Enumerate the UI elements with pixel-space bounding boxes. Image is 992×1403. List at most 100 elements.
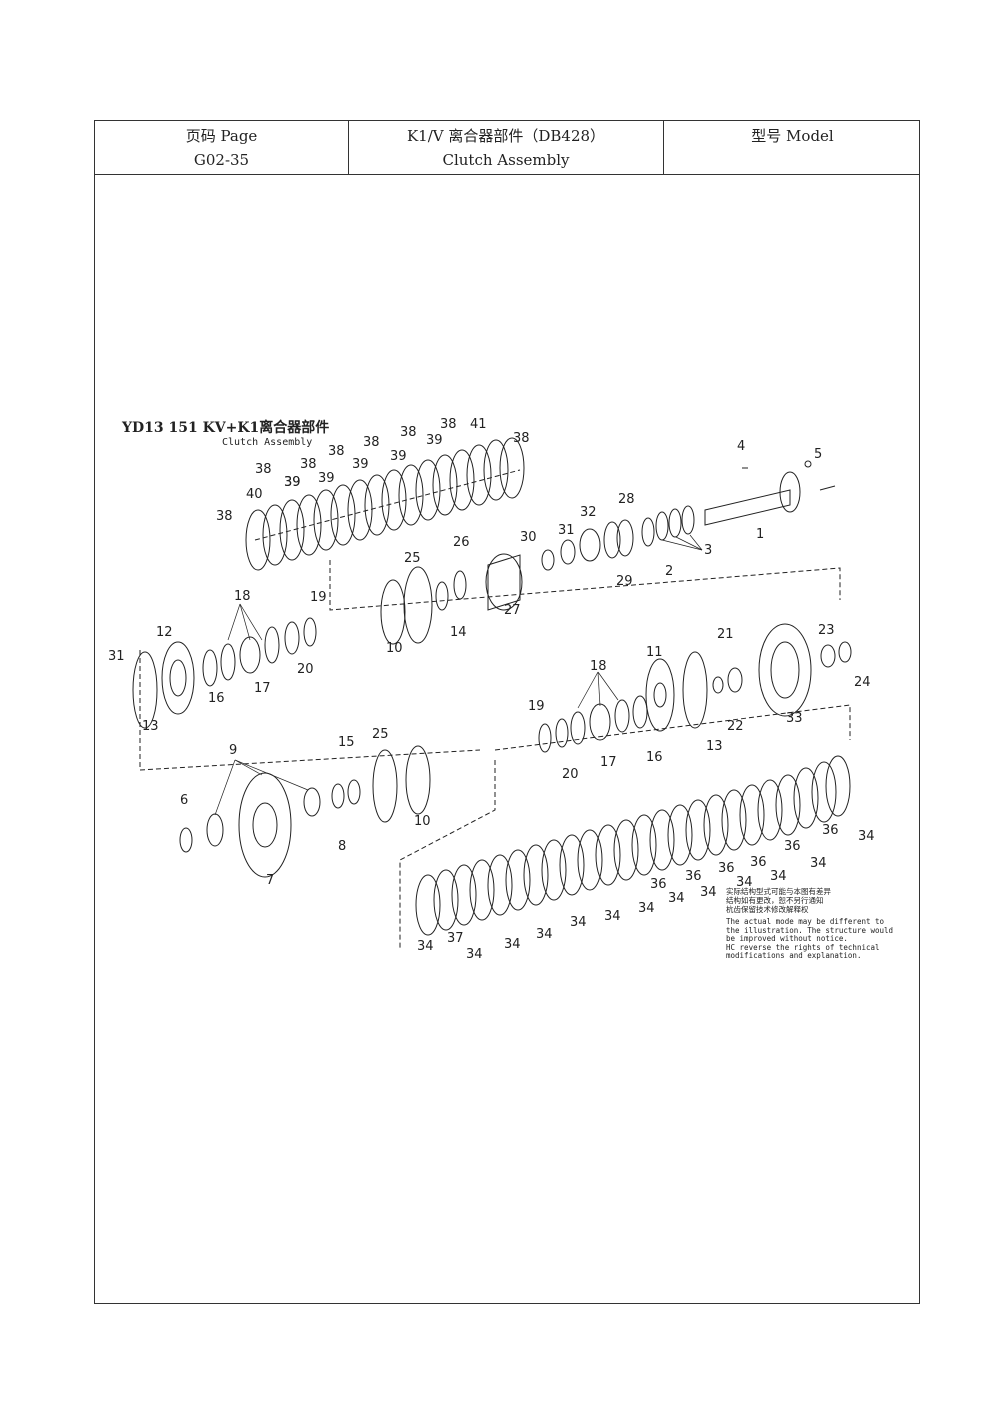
callout-label: 24 — [854, 675, 871, 690]
callout-label: 39 — [284, 475, 301, 490]
callout-label: 28 — [618, 492, 635, 507]
callout-label: 3 — [704, 543, 712, 558]
callout-label: 34 — [858, 829, 875, 844]
callout-label: 13 — [706, 739, 723, 754]
callout-label: 20 — [297, 662, 314, 677]
callout-label: 2 — [665, 564, 673, 579]
callout-label: 38 — [328, 444, 345, 459]
callout-label: 39 — [390, 449, 407, 464]
callout-label: 29 — [616, 574, 633, 589]
gear-parts-lower — [179, 745, 431, 878]
callout-label: 32 — [580, 505, 597, 520]
callout-label: 14 — [450, 625, 467, 640]
page-frame: 页码 Page G02-35 K1/V 离合器部件（DB428） Clutch … — [94, 120, 920, 1304]
snap-rings-upper — [603, 505, 695, 559]
callout-label: 38 — [440, 417, 457, 432]
note-line: 杭齿保留技术修改解释权 — [726, 904, 809, 914]
callout-label: 6 — [180, 793, 188, 808]
callout-label: 34 — [736, 875, 753, 890]
note-line: the illustration. The structure would — [726, 926, 893, 935]
callout-label: 16 — [208, 691, 225, 706]
diagram-title: YD13 151 KV+K1离合器部件 — [121, 419, 329, 436]
header-table: 页码 Page G02-35 K1/V 离合器部件（DB428） Clutch … — [95, 121, 919, 175]
callout-label: 1 — [756, 527, 764, 542]
callout-label: 34 — [570, 915, 587, 930]
callout-label: 36 — [718, 861, 735, 876]
callout-label: 25 — [372, 727, 389, 742]
callout-label: 23 — [818, 623, 835, 638]
callout-label: 34 — [810, 856, 827, 871]
callout-label: 34 — [536, 927, 553, 942]
callout-labels: 38 41 38 38 39 38 39 39 38 39 38 39 38 3… — [108, 417, 875, 962]
callout-label: 4 — [737, 439, 745, 454]
callout-label: 18 — [234, 589, 251, 604]
disk-stack-upper — [245, 437, 525, 571]
callout-label: 18 — [590, 659, 607, 674]
title-line-2: Clutch Assembly — [442, 151, 570, 169]
callout-label: 39 — [426, 433, 443, 448]
disclaimer-note: 实际结构型式可能与本图有差异 结构如有更改，恕不另行通知 杭齿保留技术修改解释权… — [726, 886, 893, 960]
callout-label: 19 — [310, 590, 327, 605]
callout-label: 38 — [255, 462, 272, 477]
callout-label: 38 — [363, 435, 380, 450]
note-line: HC reverse the rights of technical — [726, 943, 880, 952]
callout-label: 36 — [685, 869, 702, 884]
model-cell: 型号 Model — [664, 121, 921, 174]
callout-label: 10 — [414, 814, 431, 829]
callout-label: 36 — [822, 823, 839, 838]
leader-lines — [214, 534, 703, 816]
callout-label: 34 — [668, 891, 685, 906]
callout-label: 41 — [470, 417, 487, 432]
callout-label: 36 — [784, 839, 801, 854]
callout-label: 34 — [638, 901, 655, 916]
callout-label: 34 — [700, 885, 717, 900]
model-label: 型号 Model — [751, 127, 834, 145]
callout-label: 15 — [338, 735, 355, 750]
callout-label: 20 — [562, 767, 579, 782]
callout-label: 22 — [727, 719, 744, 734]
callout-label: 13 — [142, 719, 159, 734]
callout-label: 36 — [750, 855, 767, 870]
drum-parts-right — [645, 623, 852, 732]
callout-label: 8 — [338, 839, 346, 854]
disk-stack-lower — [415, 755, 851, 936]
callout-label: 34 — [417, 939, 434, 954]
callout-label: 17 — [600, 755, 617, 770]
note-line: be improved without notice. — [726, 934, 848, 943]
callout-label: 38 — [400, 425, 417, 440]
callout-label: 34 — [770, 869, 787, 884]
hub-parts-upper — [380, 528, 601, 645]
callout-label: 21 — [717, 627, 734, 642]
callout-label: 27 — [504, 603, 521, 618]
note-line: modifications and explanation. — [726, 951, 861, 960]
page-value: G02-35 — [193, 151, 250, 169]
diagram-subtitle: Clutch Assembly — [222, 437, 312, 448]
callout-label: 39 — [284, 475, 301, 490]
callout-label: 16 — [646, 750, 663, 765]
callout-label: 31 — [108, 649, 125, 664]
note-line: 结构如有更改，恕不另行通知 — [726, 895, 824, 905]
callout-label: 38 — [216, 509, 233, 524]
callout-label: 5 — [814, 447, 822, 462]
callout-label: 34 — [604, 909, 621, 924]
piston-parts-center — [538, 695, 648, 753]
callout-label: 11 — [646, 645, 663, 660]
page-label: 页码 Page — [185, 127, 258, 145]
title-cell: K1/V 离合器部件（DB428） Clutch Assembly — [349, 121, 664, 174]
note-line: The actual mode may be different to — [726, 917, 885, 926]
callout-label: 17 — [254, 681, 271, 696]
callout-label: 36 — [650, 877, 667, 892]
callout-label: 7 — [266, 873, 274, 888]
callout-label: 40 — [246, 487, 263, 502]
assembly-lines — [139, 469, 851, 950]
note-line: 实际结构型式可能与本图有差异 — [726, 886, 831, 896]
piston-parts-left — [132, 617, 317, 729]
callout-label: 12 — [156, 625, 173, 640]
callout-label: 10 — [386, 641, 403, 656]
callout-label: 39 — [352, 457, 369, 472]
callout-label: 34 — [466, 947, 483, 962]
title-line-1: K1/V 离合器部件（DB428） — [406, 127, 606, 145]
callout-label: 37 — [447, 931, 464, 946]
callout-label: 34 — [504, 937, 521, 952]
